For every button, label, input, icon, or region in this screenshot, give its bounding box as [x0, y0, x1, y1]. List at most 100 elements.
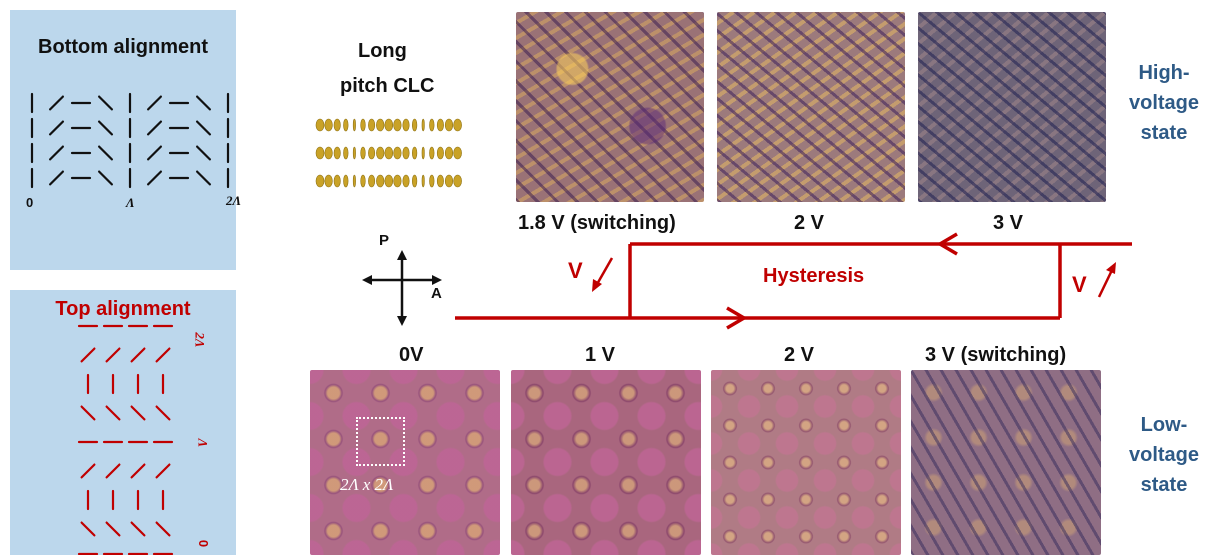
lc-molecule: [453, 174, 462, 188]
lc-molecule: [393, 118, 402, 132]
micrograph-high-2v: [717, 12, 905, 202]
lc-molecule: [393, 174, 402, 188]
director-segment: [130, 347, 146, 363]
director-segment: [196, 120, 211, 136]
polarizer-label-a: A: [431, 285, 442, 302]
lc-molecule: [315, 174, 325, 188]
lc-molecule: [352, 146, 356, 160]
lc-molecule: [436, 118, 444, 132]
lc-molecule: [352, 174, 356, 188]
v-right-label: V: [1072, 272, 1087, 297]
clc-helix-illustration: [315, 118, 462, 188]
director-segment: [196, 170, 211, 186]
bottom-label-4: 3 V (switching): [925, 344, 1067, 366]
lc-molecule: [429, 146, 435, 160]
lc-molecule: [315, 146, 325, 160]
lc-molecule: [315, 118, 325, 132]
lc-molecule: [421, 174, 425, 188]
lc-molecule: [352, 118, 356, 132]
lc-molecule: [333, 146, 341, 160]
lc-molecule: [411, 174, 418, 188]
bottom-label-2: 1 V: [585, 344, 616, 366]
polarizer-cross-icon: [362, 250, 442, 326]
lc-molecule: [402, 118, 410, 132]
bottom-label-0: 0: [26, 195, 34, 210]
lc-molecule: [360, 118, 366, 132]
high-state-line1: High-: [1138, 62, 1190, 84]
lc-molecule: [421, 118, 425, 132]
lc-molecule: [421, 146, 425, 160]
lc-molecule: [376, 146, 385, 160]
director-segment: [130, 405, 146, 421]
unit-cell-label: 2Λ x 2Λ: [340, 475, 394, 494]
lc-molecule: [360, 146, 366, 160]
director-segment: [80, 347, 96, 363]
director-segment: [147, 170, 162, 186]
director-segment: [80, 521, 96, 537]
director-segment: [130, 521, 146, 537]
director-segment: [48, 170, 65, 186]
hysteresis-label: Hysteresis: [763, 265, 865, 287]
bottom-director-pattern: [30, 92, 230, 189]
lc-molecule: [343, 118, 349, 132]
director-segment: [97, 145, 114, 161]
high-state-line3: state: [1140, 122, 1188, 144]
micrograph-high-3v: [918, 12, 1106, 202]
low-voltage-state-label: Low- voltage state: [1120, 410, 1208, 500]
director-segment: [155, 347, 171, 363]
lc-molecule: [324, 146, 333, 160]
director-segment: [97, 120, 114, 136]
lc-molecule: [376, 174, 385, 188]
low-state-line3: state: [1140, 474, 1188, 496]
v-left-label: V: [568, 258, 583, 283]
bottom-label-1: 0V: [399, 344, 424, 366]
lc-molecule: [360, 174, 366, 188]
lc-molecule: [429, 174, 435, 188]
lc-molecule: [444, 174, 454, 188]
lc-molecule: [368, 146, 376, 160]
lc-molecule: [429, 118, 435, 132]
lc-molecule: [333, 174, 341, 188]
lc-molecule: [402, 146, 410, 160]
micrograph-high-1-8v: [516, 12, 704, 202]
director-segment: [155, 521, 171, 537]
top-label-2: 2 V: [794, 212, 825, 234]
director-segment: [97, 170, 114, 186]
bottom-label-2lambda: 2Λ: [226, 193, 242, 208]
lc-molecule: [343, 174, 349, 188]
lc-molecule: [411, 146, 418, 160]
lc-molecule: [411, 118, 418, 132]
micrograph-low-0v: [310, 370, 500, 555]
director-segment: [196, 95, 211, 111]
lc-molecule: [384, 118, 394, 132]
lc-molecule: [436, 174, 444, 188]
bottom-alignment-panel: Bottom alignment 0 Λ 2Λ: [10, 10, 241, 270]
high-voltage-state-label: High- voltage state: [1120, 58, 1208, 148]
unit-cell-box: [356, 417, 405, 466]
bottom-label-lambda: Λ: [126, 195, 135, 210]
clc-title-line2: pitch CLC: [340, 75, 435, 97]
bottom-alignment-title: Bottom alignment: [38, 36, 208, 58]
lc-molecule: [333, 118, 341, 132]
director-segment: [155, 463, 171, 479]
director-segment: [80, 405, 96, 421]
micrograph-low-1v: [511, 370, 701, 555]
low-state-line2: voltage: [1128, 444, 1200, 466]
director-segment: [80, 463, 96, 479]
director-segment: [48, 95, 65, 111]
lc-molecule: [368, 174, 376, 188]
director-segment: [196, 145, 211, 161]
lc-molecule: [368, 118, 376, 132]
director-segment: [155, 405, 171, 421]
lc-molecule: [444, 146, 454, 160]
lc-molecule: [444, 118, 454, 132]
director-segment: [105, 463, 121, 479]
lc-molecule: [453, 118, 462, 132]
lc-molecule: [343, 146, 349, 160]
bottom-label-3: 2 V: [784, 344, 815, 366]
top-director-pattern: [77, 324, 174, 555]
lc-molecule: [384, 174, 394, 188]
top-alignment-panel: Top alignment 2Λ Λ 0: [10, 290, 236, 555]
lc-molecule: [376, 118, 385, 132]
